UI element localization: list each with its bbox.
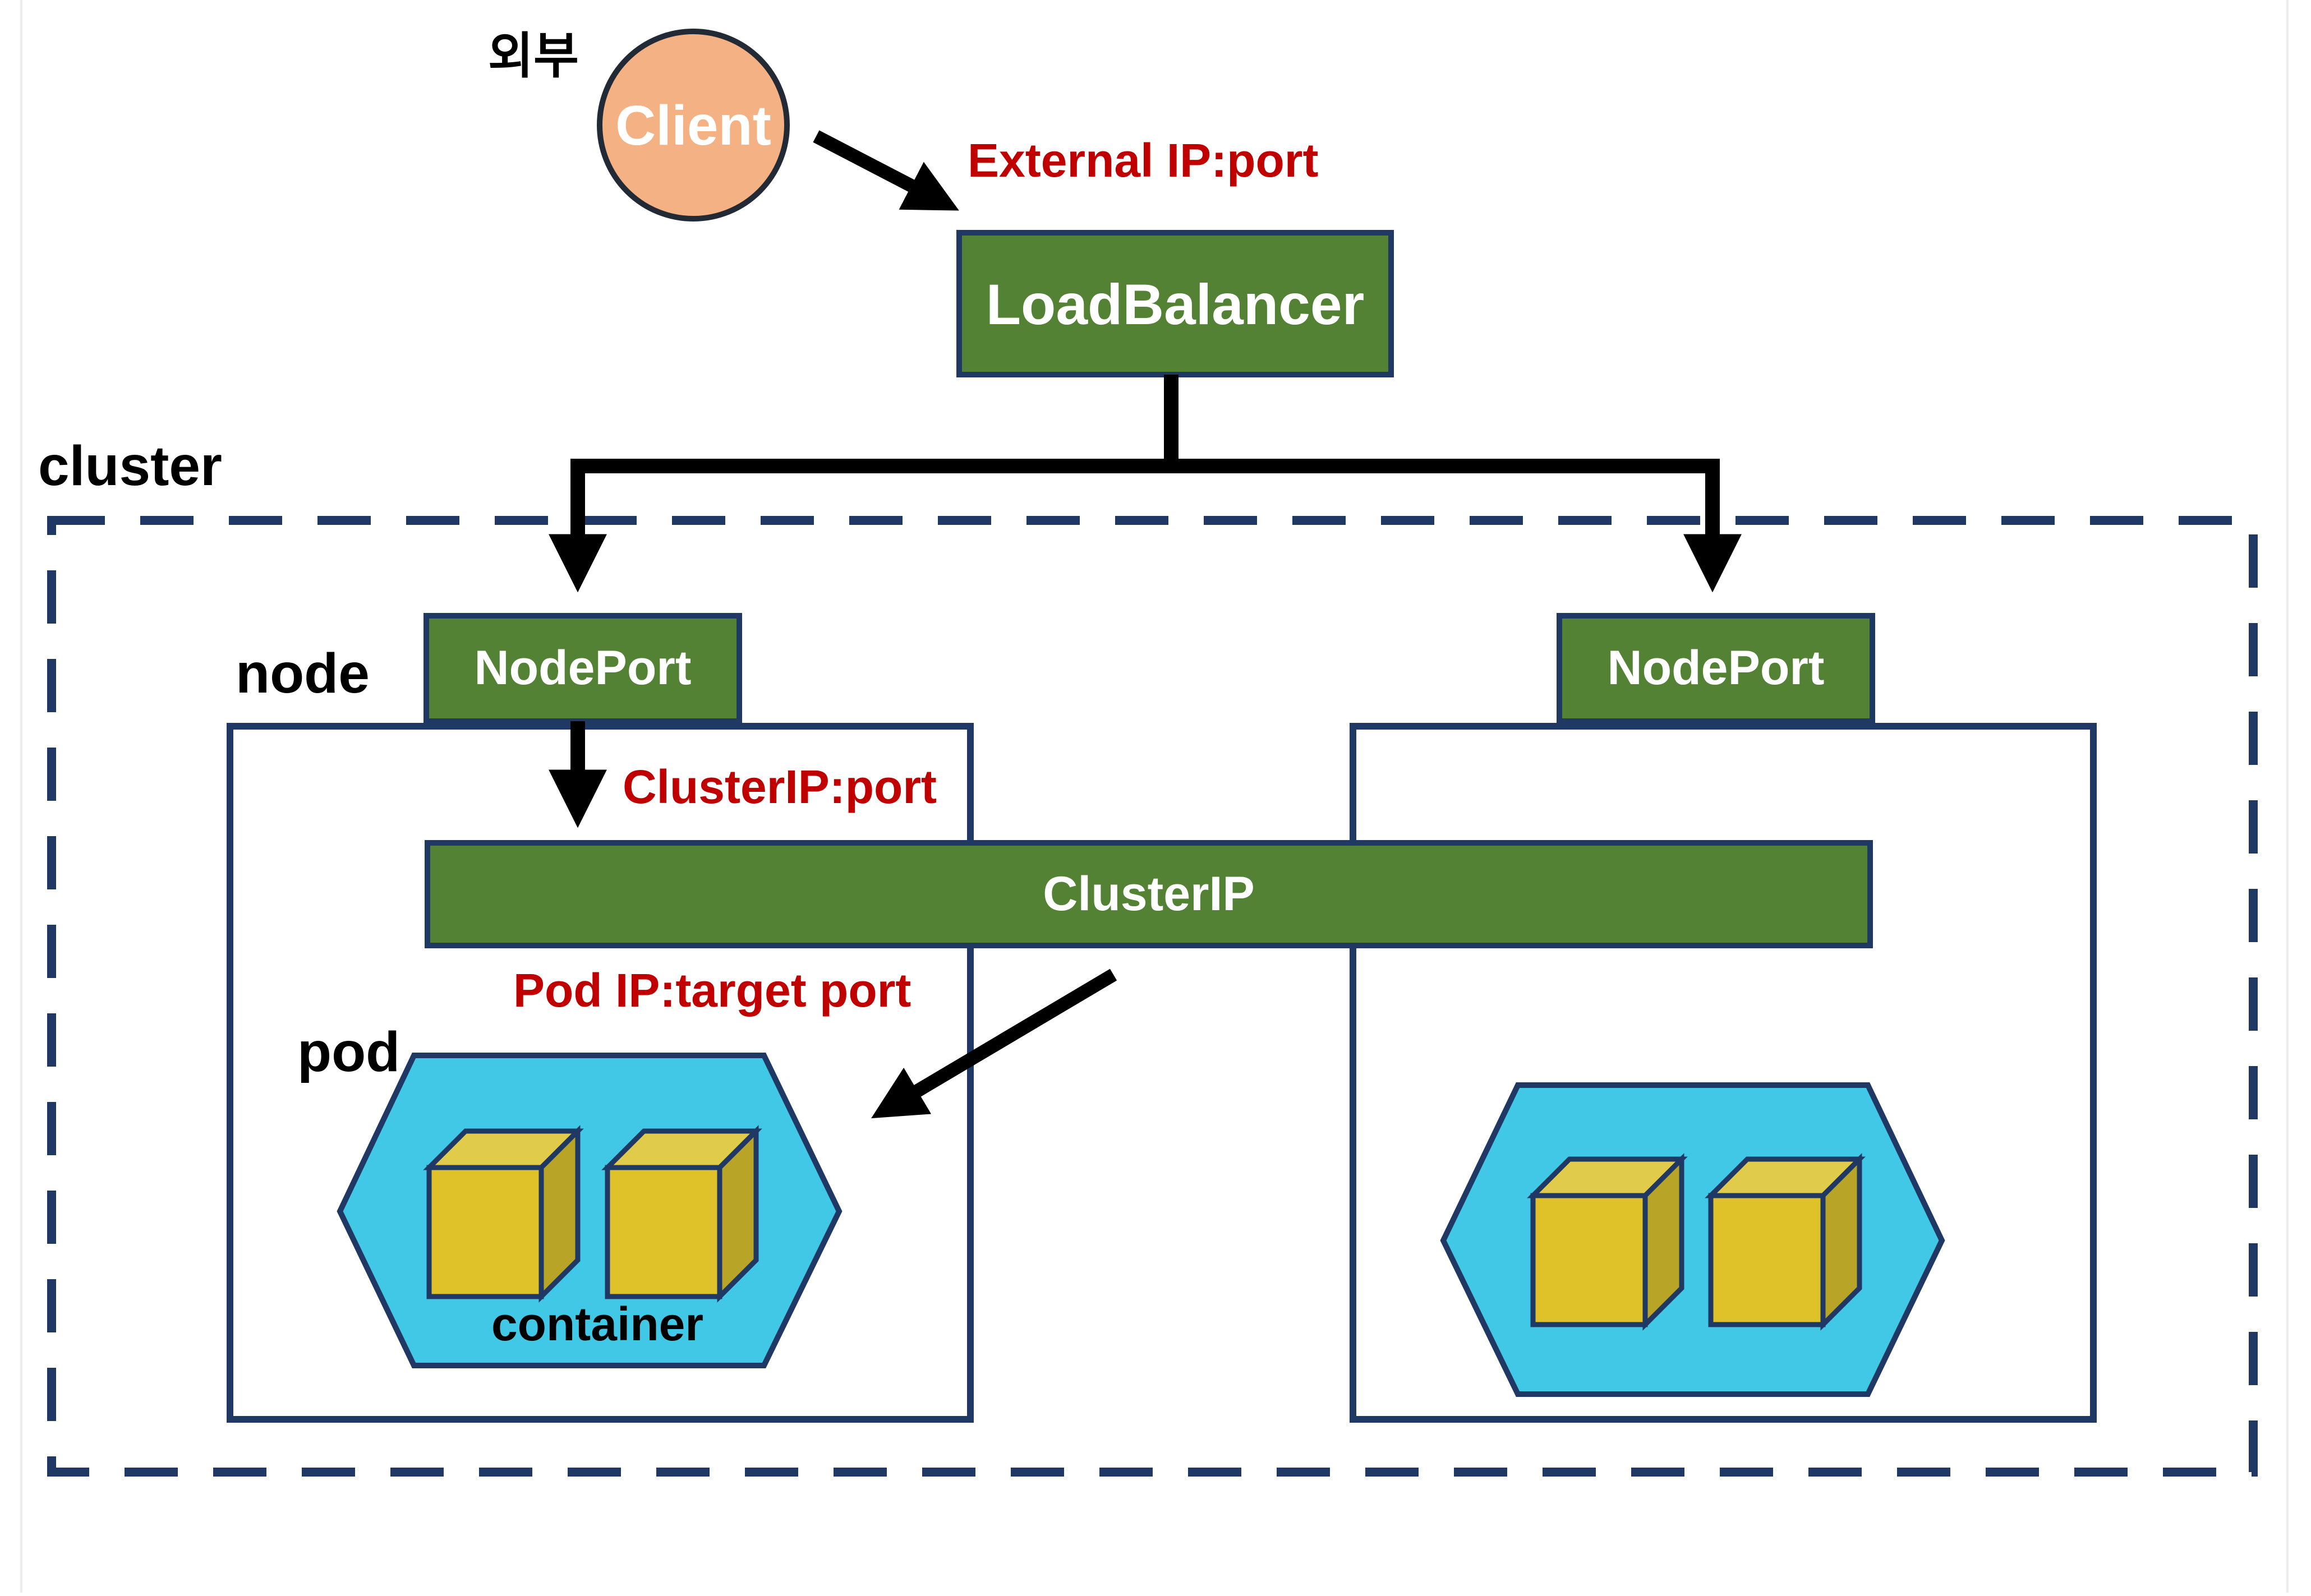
container-cube-1 (429, 1131, 578, 1297)
outside-label: 외부 (488, 28, 579, 84)
client-label: Client (615, 94, 771, 157)
load-balancer-label: LoadBalancer (986, 273, 1365, 336)
node-port-box-right (1557, 613, 1875, 724)
pod-right (1440, 1082, 1945, 1397)
client-circle (597, 29, 790, 222)
node-label: node (236, 642, 370, 705)
container-cube-4 (1711, 1159, 1859, 1325)
cluster-ip-port-label: ClusterIP:port (623, 760, 937, 813)
cluster-ip-box (425, 840, 1873, 948)
pod-ip-target-port-label: Pod IP:target port (513, 964, 911, 1017)
cluster-boundary (47, 516, 2258, 1477)
page-frame (20, 0, 2289, 1593)
cluster-label: cluster (38, 435, 222, 497)
node-port-right-label: NodePort (1608, 641, 1825, 695)
container-cube-3 (1533, 1159, 1682, 1325)
container-cube-2 (607, 1131, 756, 1297)
container-label: container (491, 1298, 703, 1350)
node-port-left-label: NodePort (475, 641, 692, 695)
clusterip-to-pod-arrow (871, 968, 1117, 1119)
cluster-ip-label: ClusterIP (1043, 867, 1255, 921)
client-to-lb-arrow (813, 130, 959, 211)
external-ip-port-label: External IP:port (968, 134, 1318, 187)
pod-label: pod (297, 1021, 400, 1083)
